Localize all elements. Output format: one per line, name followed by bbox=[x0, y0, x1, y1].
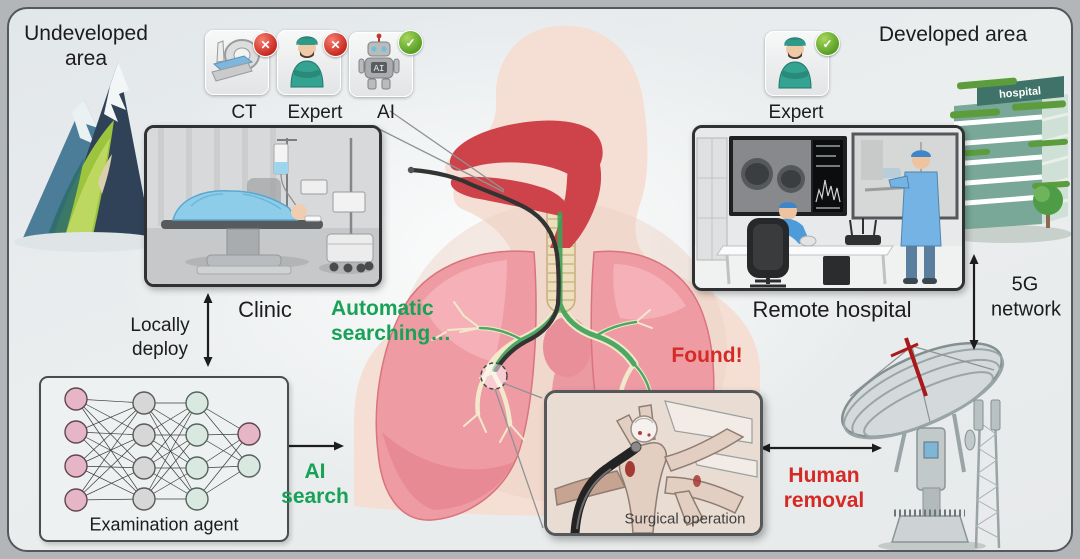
ct-card-label: CT bbox=[231, 102, 257, 123]
clinic-interior-illustration bbox=[147, 128, 379, 284]
undeveloped-area-title-line2: area bbox=[64, 47, 108, 70]
expert-card-right-label: Expert bbox=[768, 102, 824, 123]
mountain-illustration bbox=[14, 62, 162, 252]
remote-hospital-photo-panel bbox=[692, 125, 965, 291]
bronchoscope bbox=[407, 166, 561, 373]
undeveloped-area-title-line1: Undeveloped bbox=[24, 22, 148, 45]
cell-tower bbox=[964, 399, 1001, 549]
human-removal-label-line1: Human bbox=[788, 464, 860, 487]
examination-agent-label: Examination agent bbox=[89, 514, 239, 535]
ai-card-label: AI bbox=[377, 102, 395, 123]
x-glyph: ✕ bbox=[330, 37, 341, 52]
doctor-icon bbox=[778, 37, 812, 89]
automatic-searching-label-line2: searching… bbox=[331, 322, 452, 345]
developed-area-title: Developed area bbox=[878, 23, 1028, 46]
airway-crosssection-illustration bbox=[547, 393, 760, 533]
rejected-icon: ✕ bbox=[253, 32, 278, 57]
router-icon bbox=[845, 218, 881, 245]
check-glyph: ✓ bbox=[405, 35, 416, 50]
doctor-icon bbox=[290, 36, 324, 88]
remote-hospital-interior-illustration bbox=[695, 128, 962, 288]
bronchoscope-tip bbox=[570, 444, 640, 533]
bronchoscopy-monitor bbox=[729, 136, 847, 216]
expert-card-right bbox=[765, 31, 829, 96]
five-g-network-label-line2: network bbox=[990, 298, 1062, 321]
locally-deploy-arrow bbox=[203, 293, 213, 367]
approved-icon: ✓ bbox=[398, 30, 423, 55]
ai-card: AI bbox=[349, 32, 413, 97]
surgical-operation-label: Surgical operation bbox=[624, 510, 746, 528]
locally-deploy-label-line1: Locally bbox=[130, 315, 190, 336]
head-airway bbox=[449, 120, 603, 248]
clinic-label: Clinic bbox=[238, 297, 292, 322]
locally-deploy-label-line2: deploy bbox=[132, 339, 188, 360]
expert-card-label: Expert bbox=[287, 102, 343, 123]
ai-robot-icon: AI bbox=[358, 33, 400, 90]
examination-agent-panel: Examination agent bbox=[39, 376, 289, 542]
approved-icon: ✓ bbox=[815, 31, 840, 56]
main-panel: hospital bbox=[7, 7, 1073, 552]
ai-search-label-line2: search bbox=[281, 485, 349, 508]
seated-doctor bbox=[747, 202, 817, 288]
satellite-dish-illustration bbox=[840, 337, 1005, 550]
human-removal-label-line2: removal bbox=[783, 489, 865, 512]
ai-search-label-line1: AI bbox=[304, 460, 326, 483]
automatic-searching-label-line1: Automatic bbox=[331, 297, 434, 320]
remote-hospital-label: Remote hospital bbox=[752, 297, 912, 322]
check-glyph: ✓ bbox=[822, 36, 833, 51]
surgical-operation-inset: Surgical operation bbox=[544, 390, 763, 536]
standing-doctor bbox=[888, 150, 942, 284]
hospital-sign-label: hospital bbox=[999, 85, 1042, 101]
ai-robot-chest-label: AI bbox=[374, 64, 385, 74]
found-label: Found! bbox=[671, 344, 743, 367]
clinic-photo-panel bbox=[144, 125, 382, 287]
neural-network-diagram bbox=[64, 387, 261, 512]
ct-card bbox=[205, 30, 269, 95]
x-glyph: ✕ bbox=[260, 37, 271, 52]
five-g-arrow bbox=[969, 254, 979, 350]
callout-lines bbox=[378, 110, 544, 529]
human-removal-arrow bbox=[760, 443, 882, 453]
hospital-building-illustration: hospital bbox=[940, 66, 1071, 243]
rejected-icon: ✕ bbox=[323, 32, 348, 57]
five-g-network-label-line1: 5G bbox=[1011, 273, 1039, 296]
target-lesion-marker bbox=[480, 362, 508, 390]
